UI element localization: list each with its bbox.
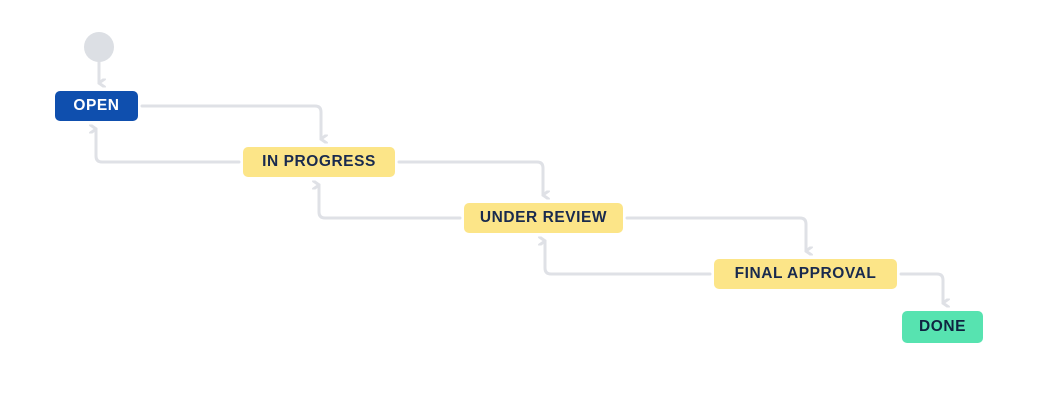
edge-under-review-to-final-approval: [625, 216, 806, 251]
status-node-under-review-label: UNDER REVIEW: [479, 209, 608, 227]
edge-in-progress-to-open: [96, 129, 241, 164]
status-node-done[interactable]: DONE: [902, 311, 983, 343]
edge-in-progress-to-under-review: [397, 160, 543, 195]
edge-final-approval-to-done: [899, 272, 943, 303]
status-node-open[interactable]: OPEN: [55, 91, 138, 121]
status-node-final-approval-label: FINAL APPROVAL: [734, 265, 877, 283]
status-node-in-progress-label: IN PROGRESS: [262, 153, 376, 171]
status-node-open-label: OPEN: [73, 97, 120, 115]
status-node-final-approval[interactable]: FINAL APPROVAL: [714, 259, 897, 289]
start-circle-node[interactable]: [84, 32, 114, 62]
edge-final-approval-to-under-review: [545, 241, 712, 276]
status-node-in-progress[interactable]: IN PROGRESS: [243, 147, 395, 177]
edge-under-review-to-in-progress: [319, 185, 462, 220]
status-node-under-review[interactable]: UNDER REVIEW: [464, 203, 623, 233]
status-node-done-label: DONE: [919, 318, 966, 336]
edge-open-to-in-progress: [140, 104, 321, 139]
